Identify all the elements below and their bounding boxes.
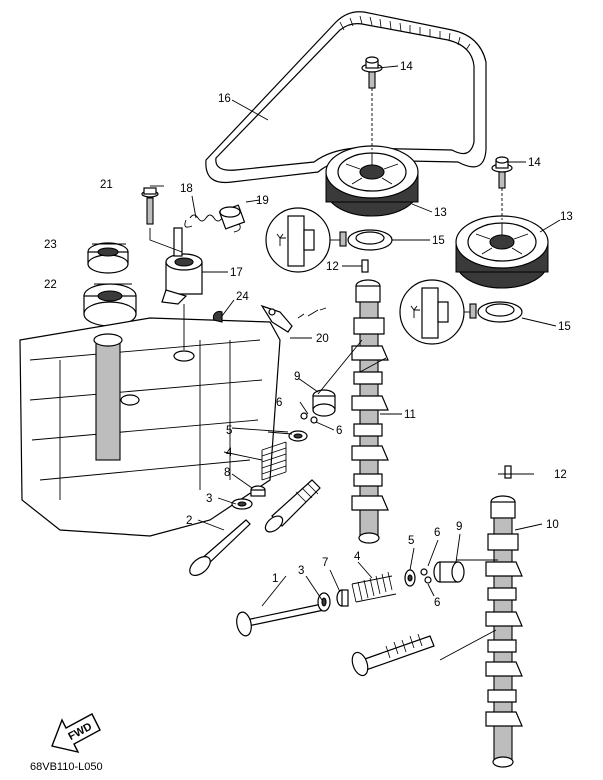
callout-7: 7 [322,557,328,569]
callout-15: 15 [432,235,445,247]
valve-left [189,519,251,576]
callout-23: 23 [44,239,57,251]
valve-retainer-left [288,430,308,442]
valve-cotter-lower-a [420,568,428,576]
cylinder-block [19,317,281,537]
callout-15: 15 [558,321,571,333]
timing-belt [205,11,487,184]
callout-22: 22 [44,279,57,291]
valve-cotter-lower-b [424,576,432,584]
callout-2: 2 [186,515,192,527]
valve-spring-lower [351,571,397,603]
callout-12: 12 [554,469,567,481]
sensor-bracket [260,304,327,333]
callout-13: 13 [560,211,573,223]
callout-17: 17 [230,267,243,279]
callout-9: 9 [456,521,462,533]
callout-24: 24 [236,291,249,303]
valve-stem-seal-lower [336,589,349,607]
callout-6: 6 [434,527,440,539]
woodruff-key [212,310,223,323]
callout-13: 13 [434,207,447,219]
callout-6: 6 [336,425,342,437]
callout-6: 6 [276,397,282,409]
belt-tensioner [161,227,203,305]
callout-9: 9 [294,371,300,383]
cam-sprocket-lower [455,215,549,289]
callout-5: 5 [226,425,232,437]
valve-spring-left [261,441,287,481]
callout-4: 4 [354,551,361,563]
callout-1: 1 [272,573,278,585]
callout-8: 8 [224,467,230,479]
callout-19: 19 [256,195,269,207]
dowel-pin-lower [504,465,512,479]
valve-lifter-lower [433,561,465,583]
callout-11: 11 [404,409,416,421]
valve-assembly-left [264,479,321,533]
oil-seal-detail-lower [399,279,523,345]
valve-stem-seal-left [250,485,266,497]
camshaft-lower [485,495,523,768]
leader-lines [92,65,561,661]
callout-14: 14 [400,61,413,73]
dowel-pin-upper [361,259,369,273]
spring-collar [218,204,246,230]
callout-12: 12 [326,261,339,273]
oil-seal-detail-upper [265,207,393,273]
callout-labels: 1 2 3 3 4 4 5 5 6 6 6 6 7 8 9 9 10 11 12… [44,61,573,609]
spring-seat-lower [317,592,331,612]
spring-seat-left [231,498,253,510]
tensioner-bolt [141,187,159,225]
valve-cotter-left-a [300,412,308,420]
callout-5: 5 [408,535,414,547]
valve-retainer-lower [404,569,416,587]
callout-16: 16 [218,93,231,105]
callout-14: 14 [528,157,541,169]
valve-lifter-left [312,389,336,417]
callout-20: 20 [316,333,329,345]
callout-18: 18 [180,183,193,195]
pulley-gear [83,283,137,327]
callout-3: 3 [298,565,304,577]
cam-sprocket-upper [325,145,419,217]
flange-nut [87,242,129,274]
sprocket-bolt-lower [491,156,513,220]
callout-6: 6 [434,597,440,609]
callout-4: 4 [226,447,233,459]
valve-cotter-left-b [310,416,318,424]
forward-arrow-icon: FWD [51,713,101,754]
valve-lower [236,603,325,637]
diagram-reference-code: 68VB110-L050 [30,761,103,773]
callout-3: 3 [206,493,212,505]
callout-21: 21 [100,179,113,191]
valve-assembly-lower [351,633,435,677]
callout-10: 10 [546,519,559,531]
camshaft-upper [351,279,389,544]
